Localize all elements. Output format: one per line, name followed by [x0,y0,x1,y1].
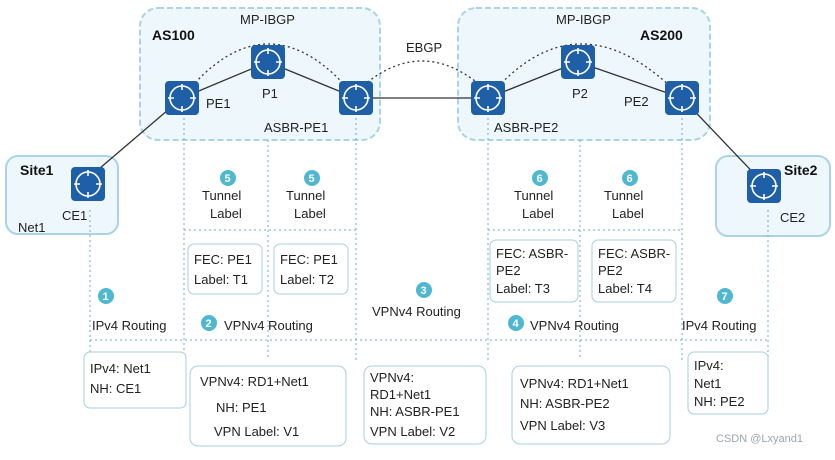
step-6-badge-a [532,170,548,186]
route-box-5: IPv4: Net1 NH: PE2 [687,351,769,415]
router-asbr-pe1[interactable] [338,80,374,116]
tunnel-label-c-line1: Tunnel [514,188,553,203]
step-2-badge [201,315,217,331]
route-box-1: IPv4: Net1 NH: CE1 [83,351,187,409]
route-box-2-line1: VPNv4: RD1+Net1 [200,374,309,389]
route-box-4-line1: VPNv4: RD1+Net1 [520,376,629,391]
router-asbr-pe2[interactable] [470,80,506,116]
fec-box-2: FEC: PE1 Label: T2 [273,243,349,295]
fec-box-3-line2: PE2 [496,263,521,278]
route-box-5-line1: IPv4: [694,358,724,373]
route-box-3-line3: NH: ASBR-PE1 [370,404,460,419]
asbr-pe2-label: ASBR-PE2 [494,120,558,135]
as200-label: AS200 [640,27,683,43]
as100-label: AS100 [152,27,195,43]
fec-box-4-line1: FEC: ASBR- [598,246,670,261]
route-box-5-line2: Net1 [694,376,721,391]
as100-protocol-label: MP-IBGP [240,12,295,27]
step-7-label: IPv4 Routing [682,318,756,333]
router-ce2[interactable] [746,168,782,204]
fec-box-4-line2: PE2 [598,263,623,278]
mp-ibgp-arc-as200 [487,43,683,99]
router-p1[interactable] [250,44,286,80]
tunnel-label-a-line2: Label [210,206,242,221]
p1-label: P1 [262,86,278,101]
step-5-badge-b [304,170,320,186]
pe1-label: PE1 [206,96,231,111]
guide-lines [89,118,769,360]
as200-protocol-label: MP-IBGP [556,12,611,27]
fec-box-1-line2: Label: T1 [194,272,248,287]
fec-box-3-line3: Label: T3 [496,281,550,296]
route-box-2-line3: VPN Label: V1 [214,424,299,439]
tunnel-label-d-line1: Tunnel [604,188,643,203]
fec-box-1-line1: FEC: PE1 [194,252,252,267]
step-4-label: VPNv4 Routing [530,318,619,333]
step-1-label: IPv4 Routing [92,318,166,333]
fec-box-4-line3: Label: T4 [598,281,652,296]
step-6-num-a: 6 [537,173,543,185]
tunnel-label-b-line1: Tunnel [286,188,325,203]
tunnel-label-a-line1: Tunnel [202,188,241,203]
guide-rows [90,229,768,341]
router-pe1[interactable] [164,80,200,116]
watermark: CSDN @Lxyand1 [716,433,803,445]
step-1-badge [98,288,114,304]
step-3-label: VPNv4 Routing [372,304,461,319]
router-pe2[interactable] [664,80,700,116]
fec-box-2-line1: FEC: PE1 [280,252,338,267]
pe2-label: PE2 [624,94,649,109]
tunnel-label-d-line2: Label [612,206,644,221]
step-5-badge-a [220,170,236,186]
fec-box-3: FEC: ASBR- PE2 Label: T3 [489,239,579,303]
route-box-3-line1: VPNv4: [370,370,414,385]
route-box-1-line1: IPv4: Net1 [90,361,151,376]
step-2-num: 2 [206,318,212,330]
site1-label: Site1 [20,162,54,178]
step-1-num: 1 [103,291,109,303]
fec-box-2-line2: Label: T2 [280,272,334,287]
route-box-3: VPNv4: RD1+Net1 NH: ASBR-PE1 VPN Label: … [363,365,487,445]
fec-box-4: FEC: ASBR- PE2 Label: T4 [591,239,677,303]
route-box-3-line2: RD1+Net1 [370,387,431,402]
route-box-3-line4: VPN Label: V2 [370,424,455,439]
tunnel-label-b-line2: Label [294,206,326,221]
site2-label: Site2 [784,162,818,178]
ebgp-label: EBGP [406,40,442,55]
route-box-2-line2: NH: PE1 [216,400,267,415]
step-4-badge [508,315,524,331]
net1-label: Net1 [18,220,45,235]
route-box-4-line2: NH: ASBR-PE2 [520,396,610,411]
step-3-badge [416,282,432,298]
asbr-pe1-label: ASBR-PE1 [264,120,328,135]
step-5-num-b: 5 [309,173,315,185]
step-7-num: 7 [722,291,728,303]
step-2-label: VPNv4 Routing [224,318,313,333]
step-6-badge-b [622,170,638,186]
route-box-2: VPNv4: RD1+Net1 NH: PE1 VPN Label: V1 [189,365,347,447]
fec-box-3-line1: FEC: ASBR- [496,246,568,261]
router-p2[interactable] [560,44,596,80]
p2-label: P2 [572,86,588,101]
route-box-4-line3: VPN Label: V3 [520,418,605,433]
step-4-num: 4 [513,318,520,330]
route-box-5-line3: NH: PE2 [694,394,745,409]
router-ce1[interactable] [70,166,106,202]
step-6-num-b: 6 [627,173,633,185]
step-7-badge [717,288,733,304]
mp-ibgp-arc-as100 [181,43,357,99]
ce2-label: CE2 [780,210,805,225]
route-box-1-line2: NH: CE1 [90,381,141,396]
step-5-num-a: 5 [225,173,231,185]
step-3-num: 3 [421,285,427,297]
route-box-4: VPNv4: RD1+Net1 NH: ASBR-PE2 VPN Label: … [511,365,671,445]
ce1-label: CE1 [62,208,87,223]
fec-box-1: FEC: PE1 Label: T1 [187,243,263,295]
tunnel-label-c-line2: Label [522,206,554,221]
